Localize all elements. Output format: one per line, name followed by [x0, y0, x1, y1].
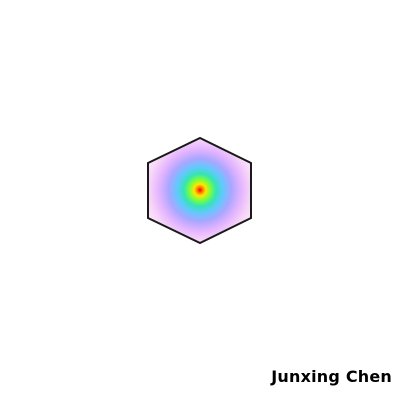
- hexagon-shape: [147, 136, 252, 245]
- author-signature: Junxing Chen: [271, 367, 392, 386]
